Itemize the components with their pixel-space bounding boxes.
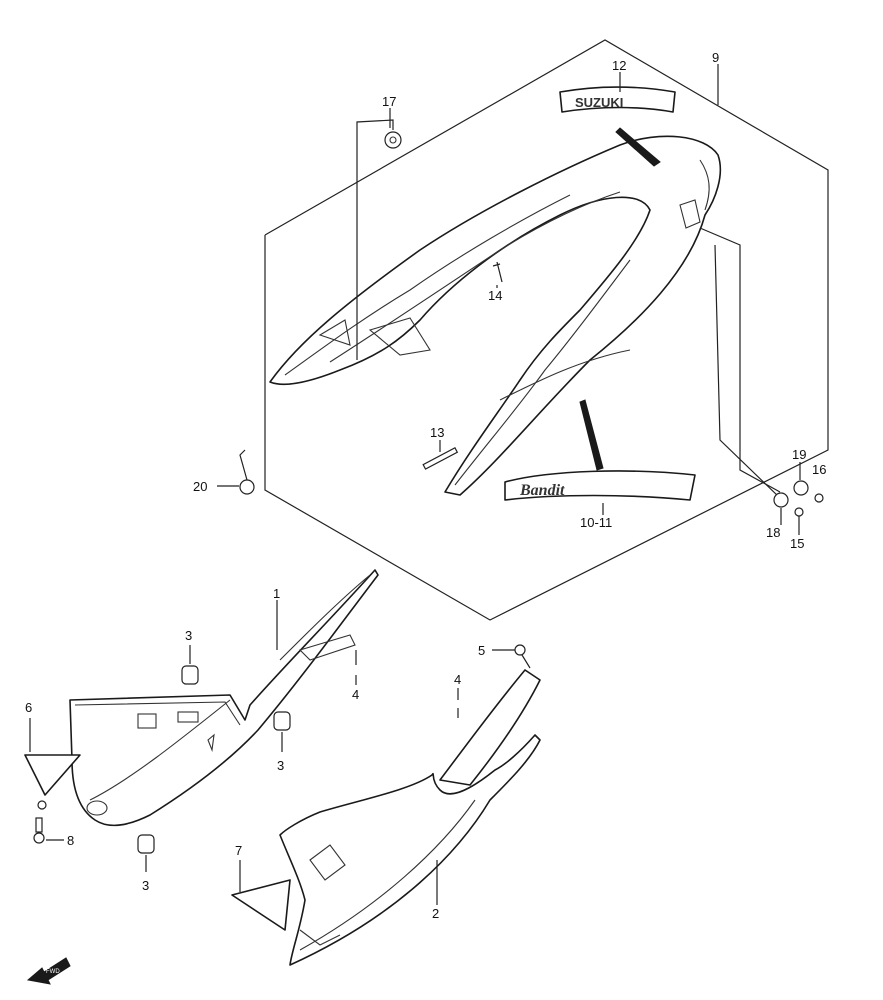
- callout-17: 17: [382, 94, 396, 109]
- callout-7: 7: [235, 843, 242, 858]
- bolt-5[interactable]: [492, 644, 531, 669]
- callout-3-mid: 3: [277, 758, 284, 773]
- corner-cover-6[interactable]: [24, 718, 81, 810]
- pin-13[interactable]: [422, 446, 459, 470]
- callout-4-right: 4: [454, 672, 461, 687]
- grommet-3-bottom[interactable]: [137, 834, 155, 872]
- callout-19: 19: [792, 447, 806, 462]
- callout-4-left: 4: [352, 687, 359, 702]
- emblem-pointer: [615, 127, 661, 167]
- callout-10-11: 10-11: [580, 515, 612, 530]
- callout-1: 1: [273, 586, 280, 601]
- frame-cover-left[interactable]: [69, 569, 379, 827]
- callout-13: 13: [430, 425, 444, 440]
- callout-14: 14: [488, 288, 502, 303]
- nut-20[interactable]: [217, 449, 255, 495]
- grommet-3-top[interactable]: [181, 645, 199, 685]
- callout-8: 8: [67, 833, 74, 848]
- callout-15: 15: [790, 536, 804, 551]
- callout-20: 20: [193, 479, 207, 494]
- callout-12: 12: [612, 58, 626, 73]
- decal-text: Bandit: [519, 482, 565, 499]
- seat-tail-cover[interactable]: [269, 135, 722, 496]
- callout-labels: 9 12 17 14 13 20 10-11 19 16 18 15 1 3 5…: [25, 50, 826, 921]
- callout-18-left: 18: [766, 525, 780, 540]
- suzuki-emblem[interactable]: SUZUKI: [559, 86, 676, 167]
- callout-9: 9: [712, 50, 719, 65]
- pin-14[interactable]: [492, 261, 503, 283]
- emblem-text: SUZUKI: [575, 95, 623, 110]
- callout-6: 6: [25, 700, 32, 715]
- corner-cover-7[interactable]: [231, 860, 291, 931]
- callout-16: 16: [812, 462, 826, 477]
- hardware-cluster-right[interactable]: [699, 227, 824, 517]
- leader-lines: [276, 64, 801, 905]
- assembly-group-frame: [264, 39, 829, 621]
- callout-5: 5: [478, 643, 485, 658]
- grommet-3-mid[interactable]: [273, 711, 291, 752]
- callout-3-bottom: 3: [142, 878, 149, 893]
- screw-8[interactable]: [33, 817, 64, 844]
- callout-2: 2: [432, 906, 439, 921]
- decal-pointer: [579, 399, 604, 471]
- frame-cover-right[interactable]: [279, 669, 541, 966]
- front-direction-icon: FWD: [26, 957, 71, 985]
- front-marker-text: FWD: [46, 969, 60, 975]
- bandit-decal[interactable]: Bandit: [504, 399, 696, 501]
- callout-3-top: 3: [185, 628, 192, 643]
- nut-17[interactable]: [356, 119, 402, 360]
